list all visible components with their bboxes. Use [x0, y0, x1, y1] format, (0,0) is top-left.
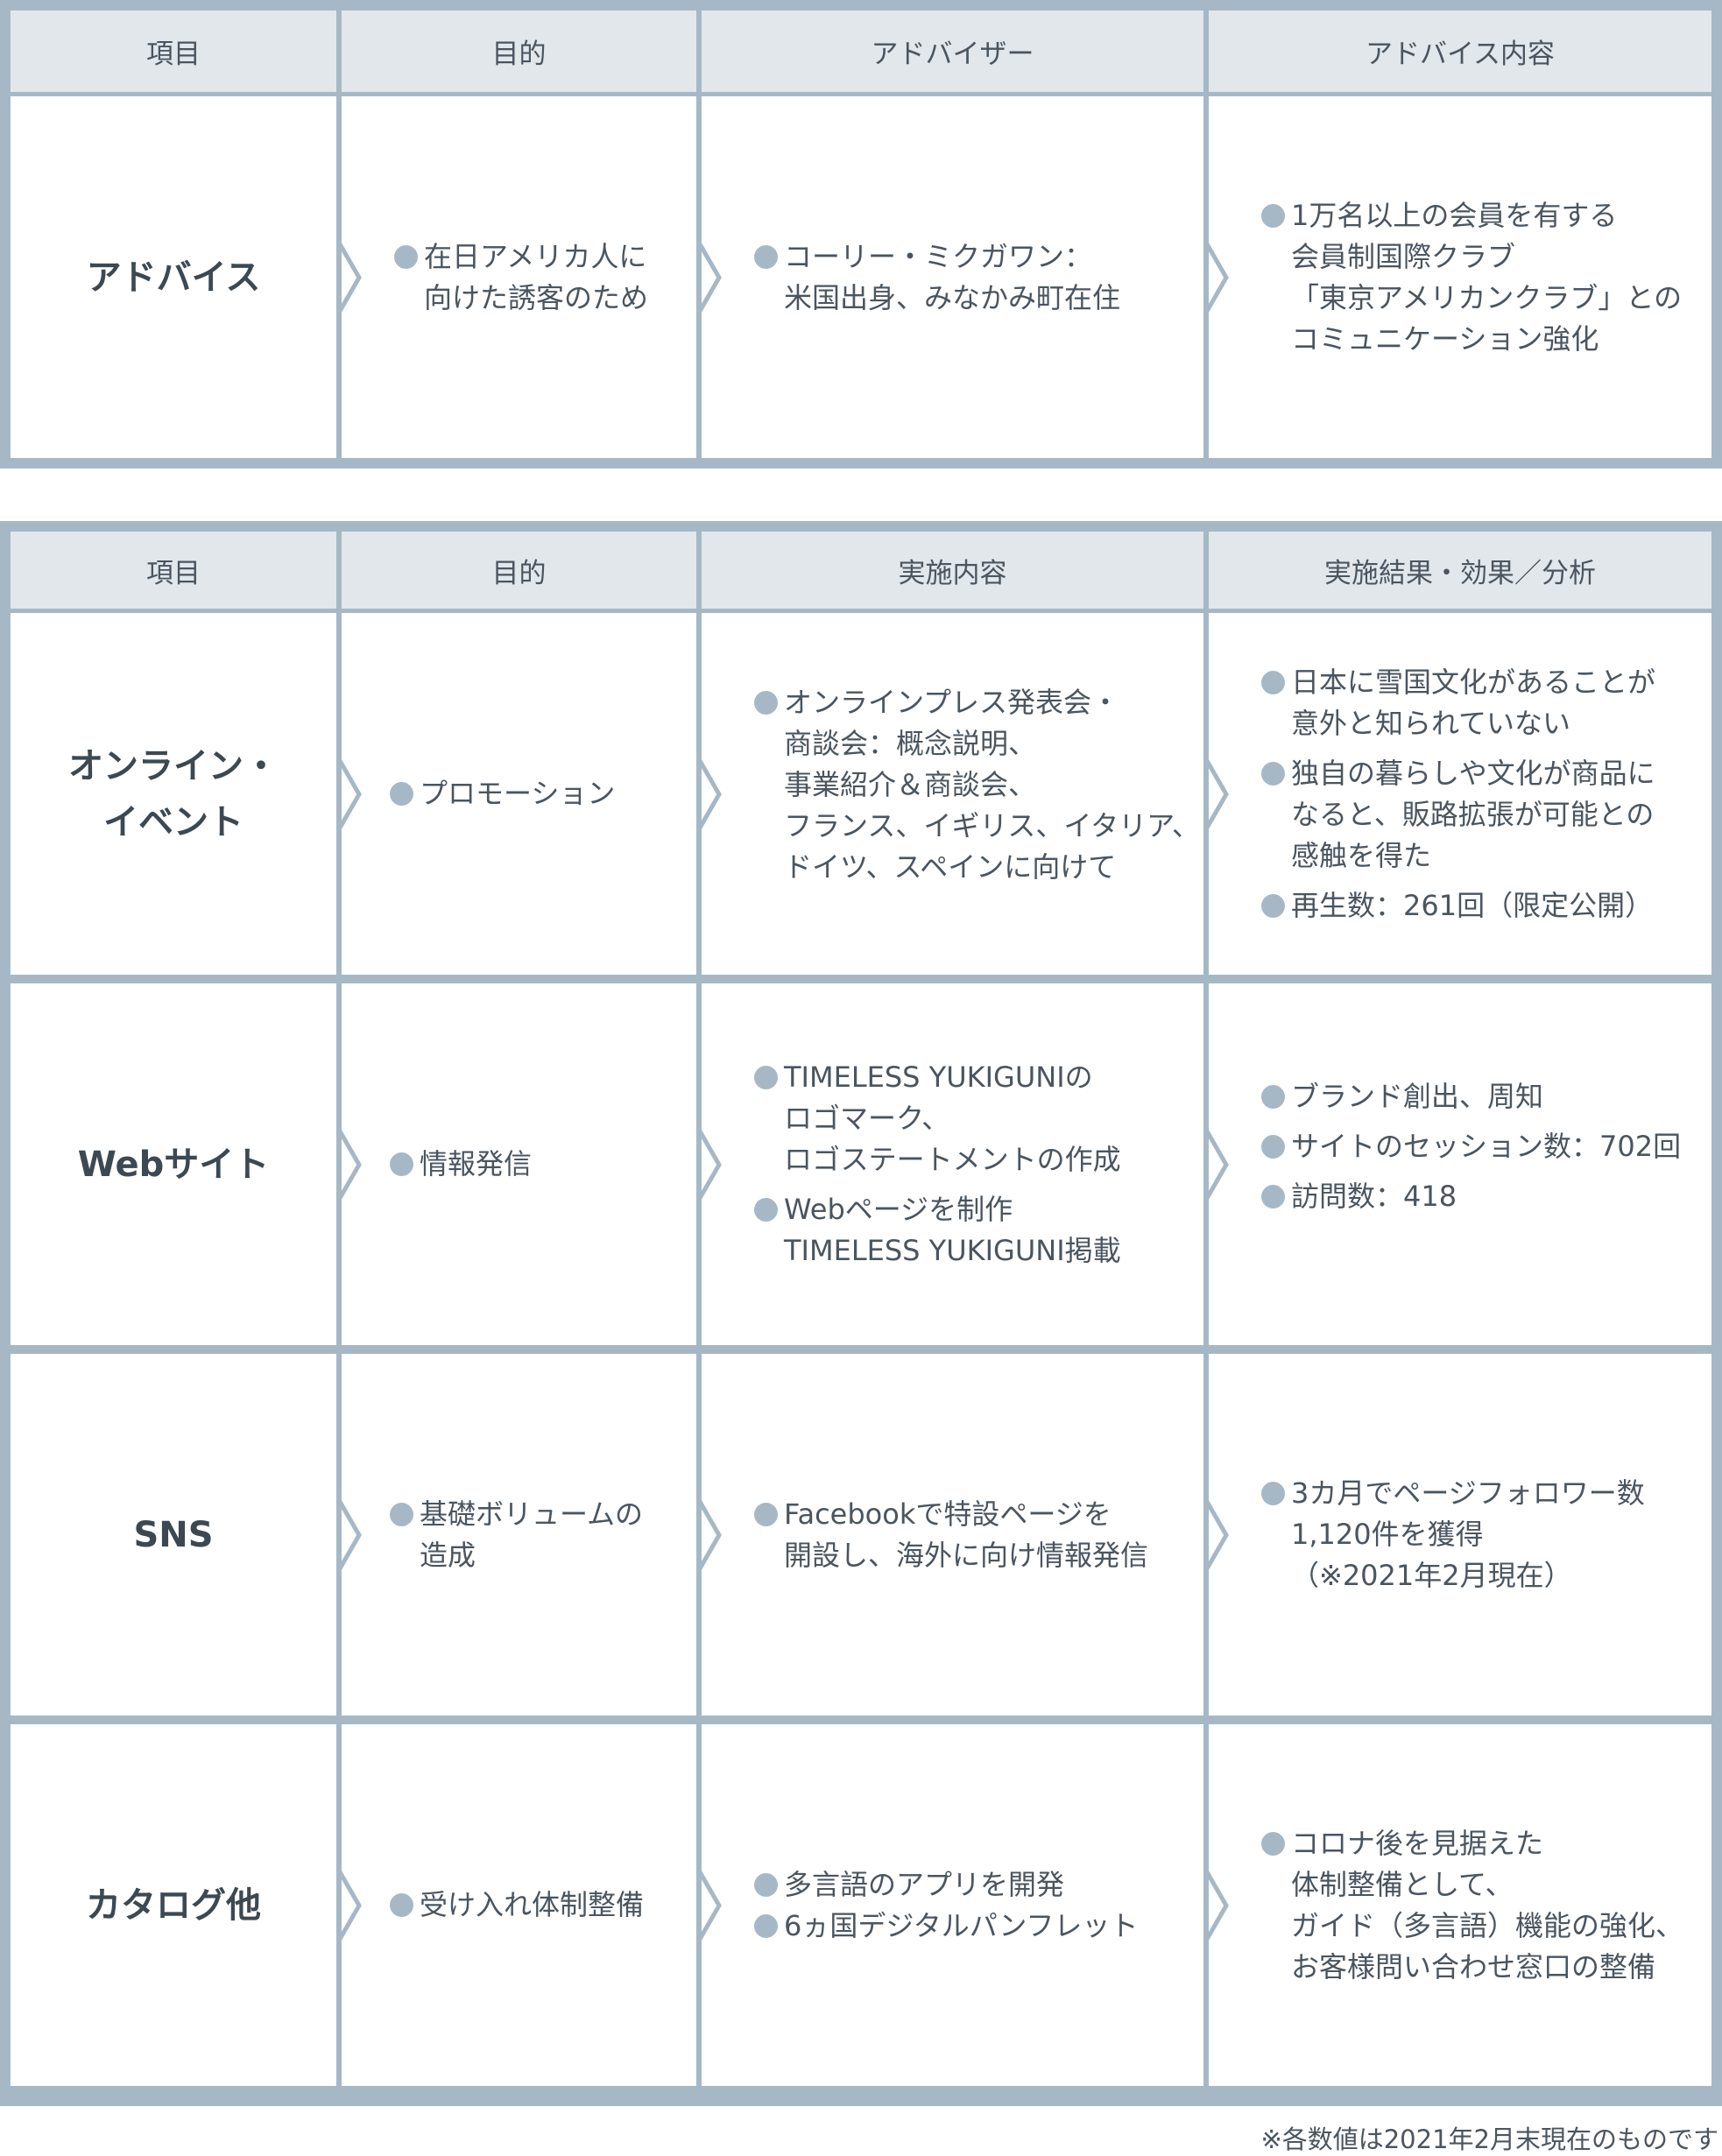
purpose-cell: 情報発信 [342, 983, 696, 1345]
results-list: 日本に雪国文化があることが 意外と知られていない 独自の暮らしや文化が商品に な… [1261, 662, 1655, 927]
chevron-right-icon [1203, 241, 1229, 314]
table1-header-item: 項目 [11, 11, 336, 92]
list-item: 再生数：261回（限定公開） [1261, 885, 1655, 927]
row-item-sns: SNS [11, 1354, 336, 1716]
advisor-cell: コーリー・ミクガワン： 米国出身、みなかみ町在住 [702, 96, 1203, 458]
list-item: 受け入れ体制整備 [390, 1885, 644, 1926]
row-item-catalog: カタログ他 [11, 1724, 336, 2086]
table1-header-purpose: 目的 [342, 11, 696, 92]
content-cell: Facebookで特設ページを 開設し、海外に向け情報発信 [702, 1354, 1203, 1716]
list-item: TIMELESS YUKIGUNIの ロゴマーク、 ロゴステートメントの作成 [754, 1057, 1121, 1180]
header-label: 実施内容 [898, 557, 1007, 589]
purpose-cell: 基礎ボリュームの 造成 [342, 1354, 696, 1716]
results-cell: 3カ月でページフォロワー数 1,120件を獲得 （※2021年2月現在） [1209, 1354, 1711, 1716]
chevron-right-icon [336, 241, 362, 314]
list-item: 日本に雪国文化があることが 意外と知られていない [1261, 662, 1655, 744]
item-label: SNS [133, 1514, 214, 1555]
chevron-right-icon [1203, 757, 1229, 831]
advisor-table: 項目 目的 アドバイザー アドバイス内容 アドバイス 在日アメリカ人に 向けた誘… [0, 0, 1722, 469]
item-label: イベント [103, 801, 243, 842]
chevron-right-icon [696, 1128, 722, 1201]
header-label: 目的 [491, 557, 547, 589]
list-item: 在日アメリカ人に 向けた誘客のため [394, 236, 648, 319]
implementation-table: 項目 目的 実施内容 実施結果・効果／分析 オンライン・ イベント プロモーショ… [0, 521, 1722, 2106]
content-list: TIMELESS YUKIGUNIの ロゴマーク、 ロゴステートメントの作成 W… [754, 1057, 1121, 1272]
row-item-website: Webサイト [11, 983, 336, 1345]
header-label: 項目 [146, 557, 201, 589]
list-item: サイトのセッション数：702回 [1261, 1126, 1681, 1167]
chevron-right-icon [1203, 1498, 1229, 1572]
row-item-online-event: オンライン・ イベント [11, 613, 336, 975]
table1-header-advisor: アドバイザー [702, 11, 1203, 92]
results-cell: ブランド創出、周知 サイトのセッション数：702回 訪問数：418 [1209, 983, 1711, 1345]
results-cell: 日本に雪国文化があることが 意外と知られていない 独自の暮らしや文化が商品に な… [1209, 613, 1711, 975]
purpose-cell: 受け入れ体制整備 [342, 1724, 696, 2086]
list-item: Facebookで特設ページを 開設し、海外に向け情報発信 [754, 1494, 1148, 1576]
results-list: コロナ後を見据えた 体制整備として、 ガイド（多言語）機能の強化、 お客様問い合… [1261, 1823, 1683, 1988]
content-cell: オンラインプレス発表会・ 商談会：概念説明、 事業紹介＆商談会、 フランス、イギ… [702, 613, 1203, 975]
list-item: 多言語のアプリを開発 [754, 1864, 1138, 1906]
results-cell: コロナ後を見据えた 体制整備として、 ガイド（多言語）機能の強化、 お客様問い合… [1209, 1724, 1711, 2086]
table1-header-advice: アドバイス内容 [1209, 11, 1711, 92]
purpose-cell: プロモーション [342, 613, 696, 975]
item-label: Webサイト [77, 1144, 270, 1185]
results-list: ブランド創出、周知 サイトのセッション数：702回 訪問数：418 [1261, 1076, 1681, 1217]
header-label: 目的 [491, 39, 547, 70]
content-cell: 多言語のアプリを開発 6ヵ国デジタルパンフレット [702, 1724, 1203, 2086]
content-list: 多言語のアプリを開発 6ヵ国デジタルパンフレット [754, 1864, 1138, 1947]
purpose-list: 在日アメリカ人に 向けた誘客のため [394, 236, 648, 319]
purpose-cell: 在日アメリカ人に 向けた誘客のため [342, 96, 696, 458]
item-label: オンライン・ [68, 745, 279, 786]
row-item-advice: アドバイス [11, 96, 336, 458]
list-item: 6ヵ国デジタルパンフレット [754, 1906, 1138, 1947]
list-item: 情報発信 [390, 1144, 532, 1185]
chevron-right-icon [336, 1869, 362, 1942]
list-item: 独自の暮らしや文化が商品に なると、販路拡張が可能との 感触を得た [1261, 753, 1655, 877]
chevron-right-icon [336, 1128, 362, 1201]
advisor-list: コーリー・ミクガワン： 米国出身、みなかみ町在住 [754, 236, 1120, 319]
purpose-list: 受け入れ体制整備 [390, 1885, 644, 1926]
chevron-right-icon [696, 1869, 722, 1942]
list-item: 3カ月でページフォロワー数 1,120件を獲得 （※2021年2月現在） [1261, 1473, 1645, 1596]
purpose-list: 情報発信 [390, 1144, 532, 1185]
purpose-list: プロモーション [390, 773, 615, 814]
advice-list: 1万名以上の会員を有する 会員制国際クラブ 「東京アメリカンクラブ」との コミュ… [1261, 195, 1682, 360]
list-item: コロナ後を見据えた 体制整備として、 ガイド（多言語）機能の強化、 お客様問い合… [1261, 1823, 1683, 1988]
table2-header-item: 項目 [11, 532, 336, 609]
chevron-right-icon [1203, 1869, 1229, 1942]
header-label: 項目 [146, 39, 201, 70]
chevron-right-icon [1203, 1128, 1229, 1201]
list-item: ブランド創出、周知 [1261, 1076, 1681, 1117]
chevron-right-icon [336, 757, 362, 831]
table2-header-results: 実施結果・効果／分析 [1209, 532, 1711, 609]
list-item: プロモーション [390, 773, 615, 814]
chevron-right-icon [696, 1498, 722, 1572]
results-list: 3カ月でページフォロワー数 1,120件を獲得 （※2021年2月現在） [1261, 1473, 1645, 1596]
list-item: コーリー・ミクガワン： 米国出身、みなかみ町在住 [754, 236, 1120, 319]
content-list: オンラインプレス発表会・ 商談会：概念説明、 事業紹介＆商談会、 フランス、イギ… [754, 682, 1200, 888]
table2-header-purpose: 目的 [342, 532, 696, 609]
header-label: アドバイス内容 [1365, 39, 1556, 70]
content-list: Facebookで特設ページを 開設し、海外に向け情報発信 [754, 1494, 1148, 1576]
table2-header-content: 実施内容 [702, 532, 1203, 609]
item-label: アドバイス [86, 257, 261, 298]
item-label: カタログ他 [86, 1885, 261, 1926]
chevron-right-icon [336, 1498, 362, 1572]
content-cell: TIMELESS YUKIGUNIの ロゴマーク、 ロゴステートメントの作成 W… [702, 983, 1203, 1345]
chevron-right-icon [696, 241, 722, 314]
header-label: アドバイザー [871, 39, 1034, 70]
footnote: ※各数値は2021年2月末現在のものです [1260, 2124, 1718, 2154]
advice-cell: 1万名以上の会員を有する 会員制国際クラブ 「東京アメリカンクラブ」との コミュ… [1209, 96, 1711, 458]
list-item: Webページを制作 TIMELESS YUKIGUNI掲載 [754, 1189, 1121, 1272]
list-item: 基礎ボリュームの 造成 [390, 1494, 643, 1576]
list-item: オンラインプレス発表会・ 商談会：概念説明、 事業紹介＆商談会、 フランス、イギ… [754, 682, 1200, 888]
header-label: 実施結果・効果／分析 [1324, 557, 1596, 589]
chevron-right-icon [696, 757, 722, 831]
purpose-list: 基礎ボリュームの 造成 [390, 1494, 643, 1576]
list-item: 訪問数：418 [1261, 1176, 1681, 1217]
list-item: 1万名以上の会員を有する 会員制国際クラブ 「東京アメリカンクラブ」との コミュ… [1261, 195, 1682, 360]
